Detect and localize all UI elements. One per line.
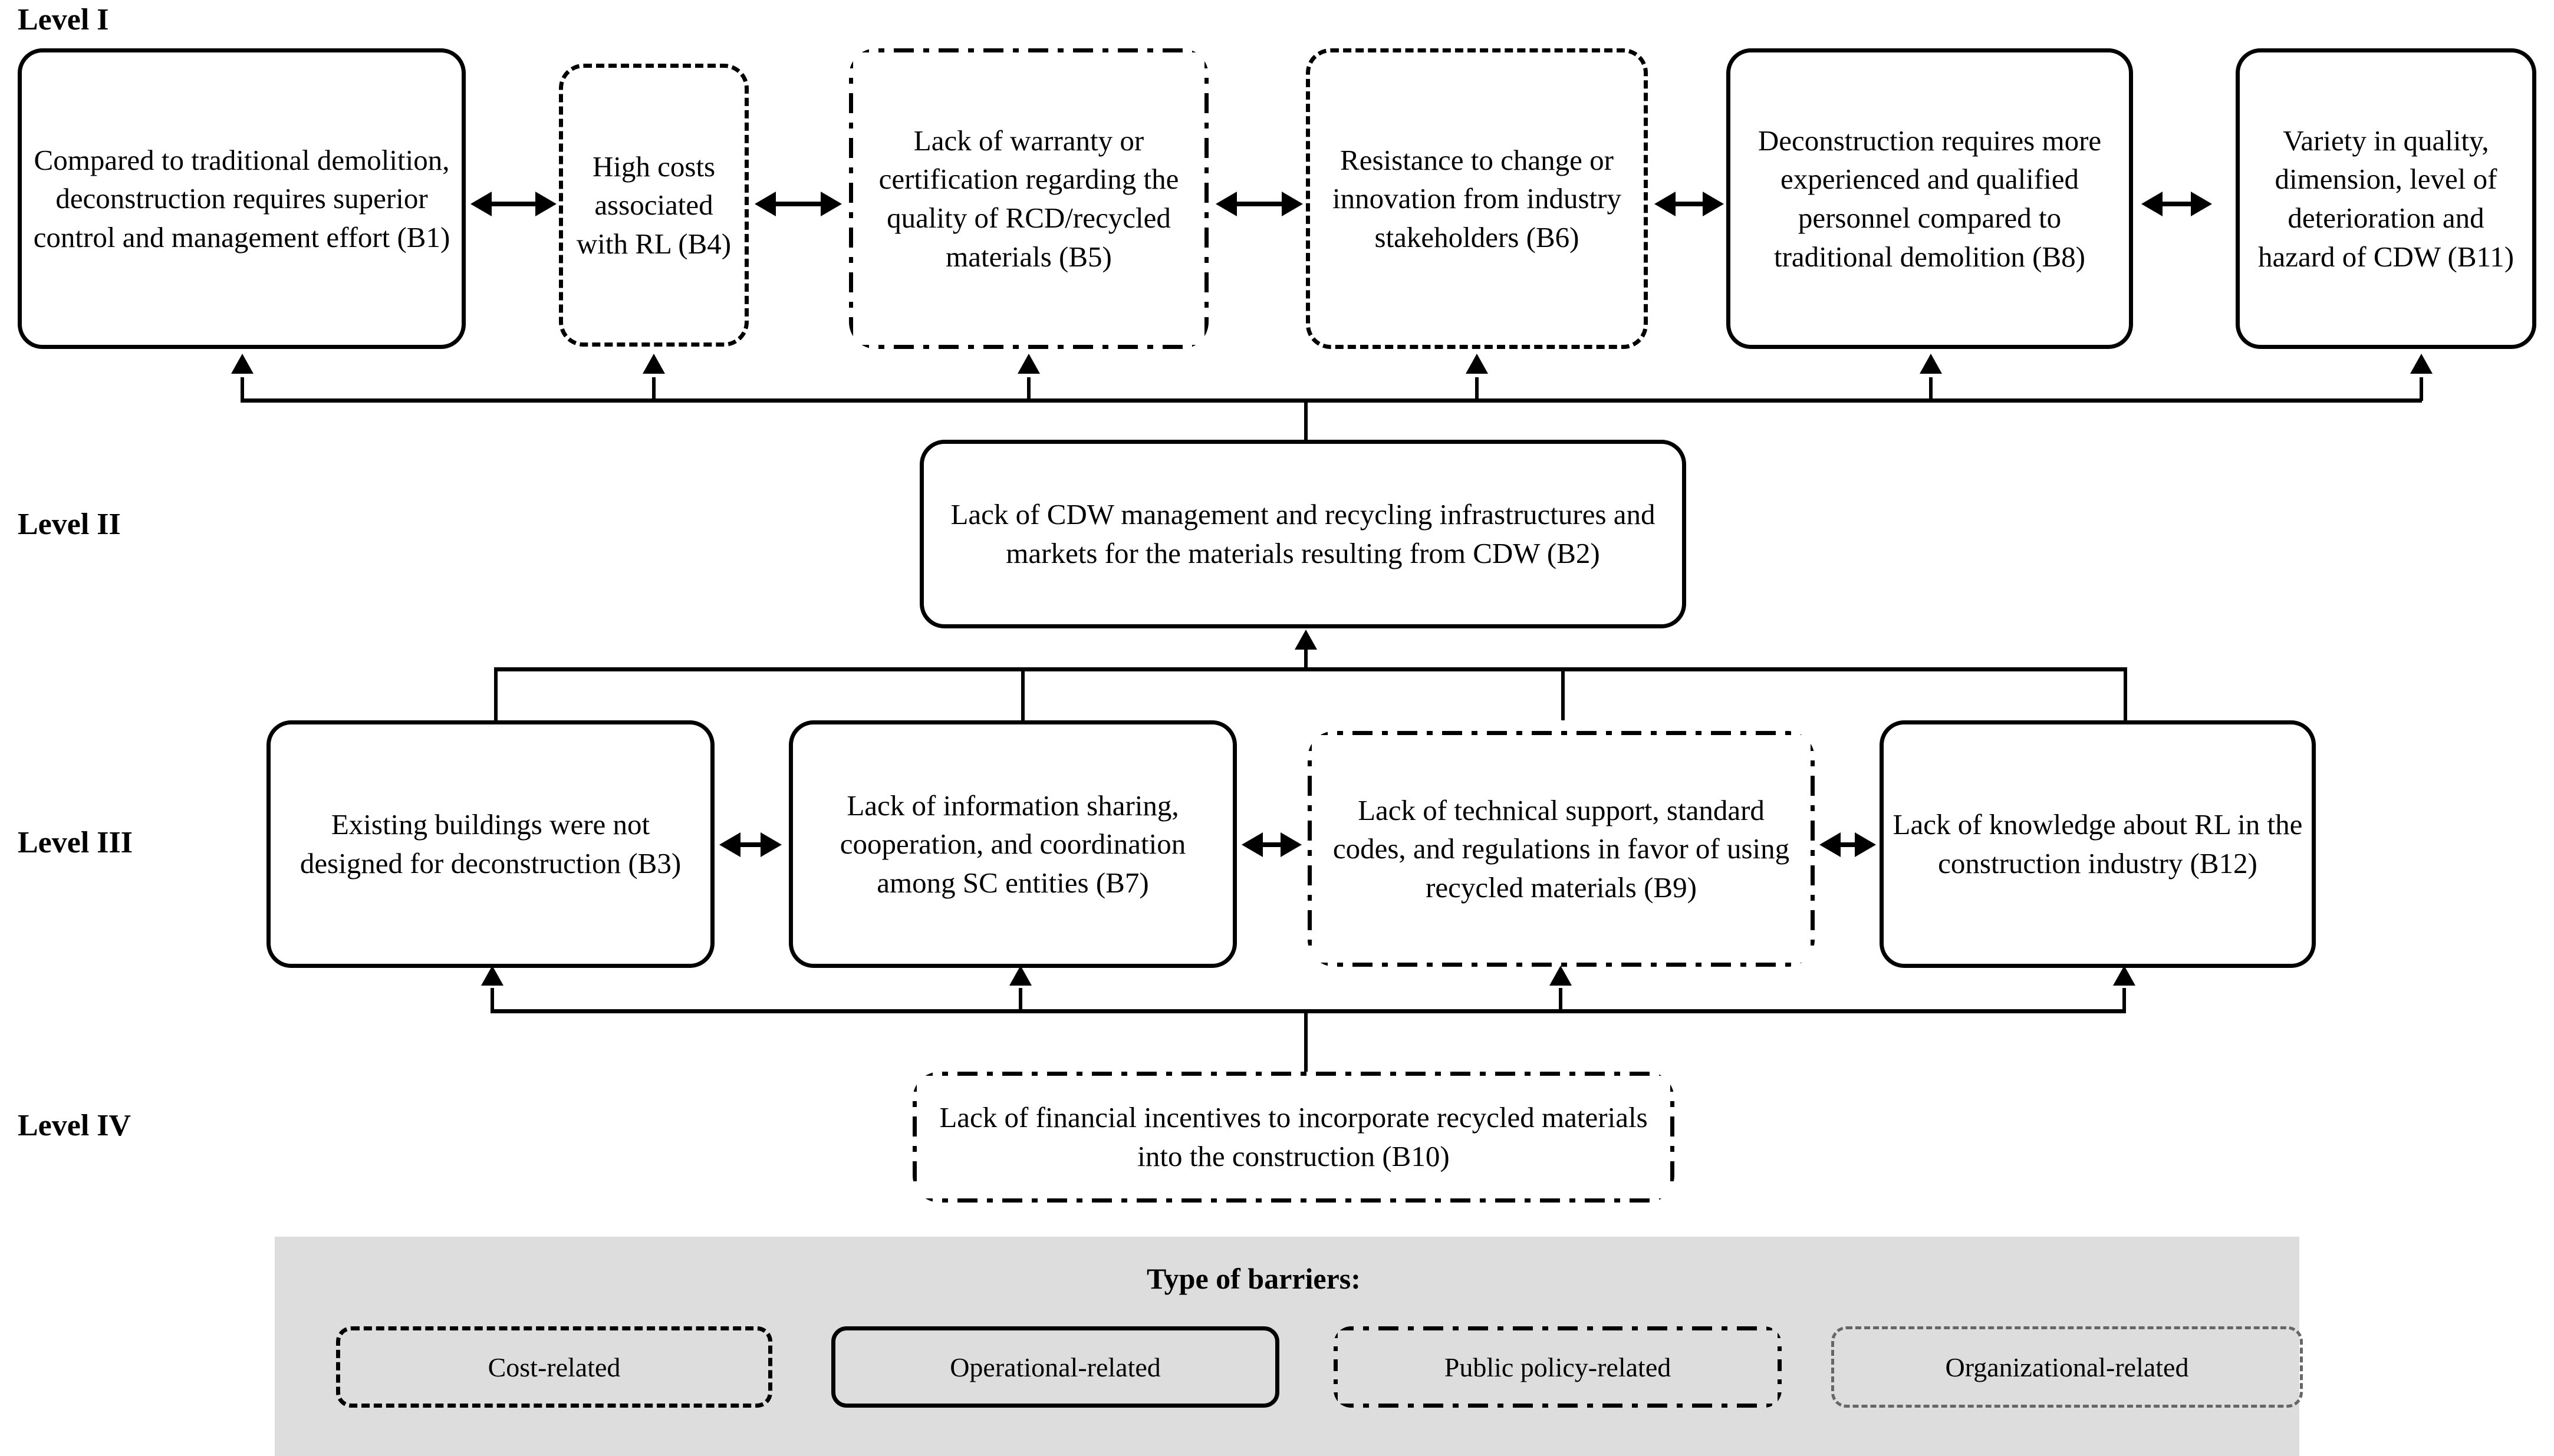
legend-panel bbox=[275, 1237, 2299, 1456]
level-label-1: Level I bbox=[18, 3, 109, 37]
node-b5-label: Lack of warranty or certification regard… bbox=[878, 124, 1179, 273]
legend-title: Type of barriers: bbox=[1147, 1262, 1361, 1295]
node-b12-label: Lack of knowledge about RL in the constr… bbox=[1893, 808, 2303, 879]
legend-item-organizational-related-label: Organizational-related bbox=[1945, 1352, 2189, 1382]
node-b9[interactable]: Lack of technical support, standard code… bbox=[1308, 731, 1815, 967]
node-b4-label: High costs associated with RL (B4) bbox=[576, 150, 732, 260]
node-b4[interactable]: High costs associated with RL (B4) bbox=[559, 64, 749, 347]
node-b3[interactable]: Existing buildings were not designed for… bbox=[266, 720, 715, 968]
level-label-4: Level IV bbox=[18, 1109, 131, 1142]
node-b7-label: Lack of information sharing, cooperation… bbox=[840, 789, 1186, 899]
node-b2-label: Lack of CDW management and recycling inf… bbox=[950, 498, 1656, 569]
node-b2[interactable]: Lack of CDW management and recycling inf… bbox=[920, 440, 1686, 628]
node-b7[interactable]: Lack of information sharing, cooperation… bbox=[789, 720, 1237, 968]
node-b6-label: Resistance to change or innovation from … bbox=[1332, 143, 1621, 253]
node-b10[interactable]: Lack of financial incentives to incorpor… bbox=[913, 1072, 1674, 1203]
node-b3-label: Existing buildings were not designed for… bbox=[299, 808, 682, 879]
node-b8[interactable]: Deconstruction requires more experienced… bbox=[1726, 48, 2133, 349]
legend-item-public-policy-related-label: Public policy-related bbox=[1444, 1352, 1671, 1382]
node-b9-label: Lack of technical support, standard code… bbox=[1332, 793, 1790, 904]
legend-item-operational-related[interactable]: Operational-related bbox=[831, 1326, 1279, 1408]
legend-item-cost-related-label: Cost-related bbox=[488, 1352, 621, 1382]
node-b5[interactable]: Lack of warranty or certification regard… bbox=[849, 48, 1209, 349]
node-b6[interactable]: Resistance to change or innovation from … bbox=[1306, 48, 1648, 349]
node-b8-label: Deconstruction requires more experienced… bbox=[1757, 124, 2102, 273]
node-b11-label: Variety in quality, dimension, level of … bbox=[2257, 124, 2514, 273]
level-label-2: Level II bbox=[18, 508, 121, 541]
legend-item-organizational-related[interactable]: Organizational-related bbox=[1831, 1326, 2303, 1408]
node-b11[interactable]: Variety in quality, dimension, level of … bbox=[2236, 48, 2536, 349]
node-b12[interactable]: Lack of knowledge about RL in the constr… bbox=[1880, 720, 2316, 968]
legend-item-public-policy-related[interactable]: Public policy-related bbox=[1334, 1326, 1782, 1408]
node-b1-label: Compared to traditional demolition, deco… bbox=[33, 143, 450, 253]
level-label-3: Level III bbox=[18, 826, 133, 859]
legend-item-cost-related[interactable]: Cost-related bbox=[336, 1326, 772, 1408]
node-b10-label: Lack of financial incentives to incorpor… bbox=[939, 1101, 1648, 1172]
node-b1[interactable]: Compared to traditional demolition, deco… bbox=[18, 48, 466, 349]
legend-item-operational-related-label: Operational-related bbox=[950, 1352, 1161, 1382]
